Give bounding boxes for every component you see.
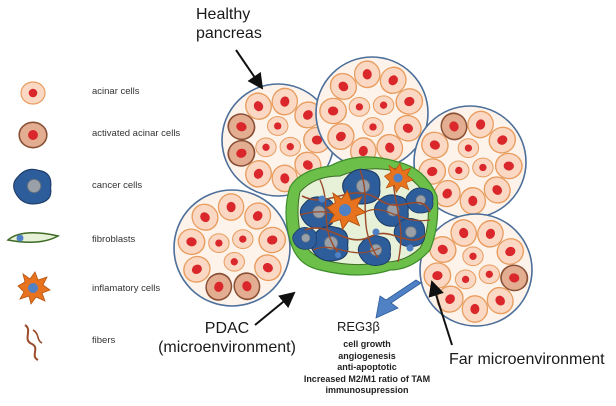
pdac-label: PDAC (microenvironment) xyxy=(158,320,296,356)
acinar-cell xyxy=(462,246,484,267)
acinar-cell xyxy=(454,269,477,290)
acinar-cell xyxy=(448,160,470,181)
legend-fiber-label: fibers xyxy=(92,335,116,346)
far-microenvironment-label: Far microenvironment xyxy=(449,351,605,368)
pancreatic-lobules xyxy=(173,56,533,327)
acinar-cell xyxy=(217,192,245,222)
legend-activated-label: activated acinar cells xyxy=(92,128,181,139)
acinar-cell xyxy=(266,116,289,136)
legend-cancer-label: cancer cells xyxy=(92,180,143,191)
legend-icon-fiber xyxy=(24,324,43,361)
arrow-healthy xyxy=(235,49,264,90)
legend-icon-activated xyxy=(18,121,48,149)
acinar-cell xyxy=(255,137,277,158)
acinar-cell xyxy=(208,233,230,253)
legend-icon-fibroblast xyxy=(6,232,61,243)
legend-inflammatory-label: inflamatory cells xyxy=(92,283,161,294)
acinar-cell xyxy=(478,264,501,285)
acinar-cell xyxy=(232,229,254,249)
legend-fibroblast-label: fibroblasts xyxy=(92,234,136,245)
acinar-cell xyxy=(348,97,371,117)
acinar-cell xyxy=(472,157,494,178)
effect-item: immunosupression xyxy=(325,385,409,395)
legend-icon-inflammatory xyxy=(17,271,51,305)
arrow-pdac xyxy=(254,291,296,326)
acinar-cell xyxy=(362,117,384,137)
pdac-tumor xyxy=(285,156,439,276)
acinar-cell xyxy=(223,251,246,272)
legend-acinar-label: acinar cells xyxy=(92,86,140,97)
lobule xyxy=(173,189,291,307)
healthy-pancreas-label: Healthy pancreas xyxy=(196,6,262,42)
effect-item: cell growth xyxy=(343,339,391,349)
effect-item: angiogenesis xyxy=(338,350,396,361)
reg3b-label: REG3β xyxy=(337,319,380,334)
arrow-far xyxy=(428,280,453,346)
reg3b-arrow xyxy=(375,279,422,319)
effect-item: anti-apoptotic xyxy=(337,362,397,372)
acinar-cell xyxy=(279,136,302,157)
acinar-cell xyxy=(318,97,348,125)
acinar-cell xyxy=(461,294,489,324)
acinar-cell xyxy=(372,95,395,116)
lobule xyxy=(315,56,429,170)
acinar-cell xyxy=(457,138,480,158)
legend-icon-acinar xyxy=(20,81,46,105)
legend-icon-cancer xyxy=(13,168,52,205)
reg3b-effects: cell growth angiogenesis anti-apoptotic … xyxy=(282,339,452,397)
effect-item: Increased M2/M1 ratio of TAM xyxy=(303,373,431,384)
lobule xyxy=(419,213,533,327)
